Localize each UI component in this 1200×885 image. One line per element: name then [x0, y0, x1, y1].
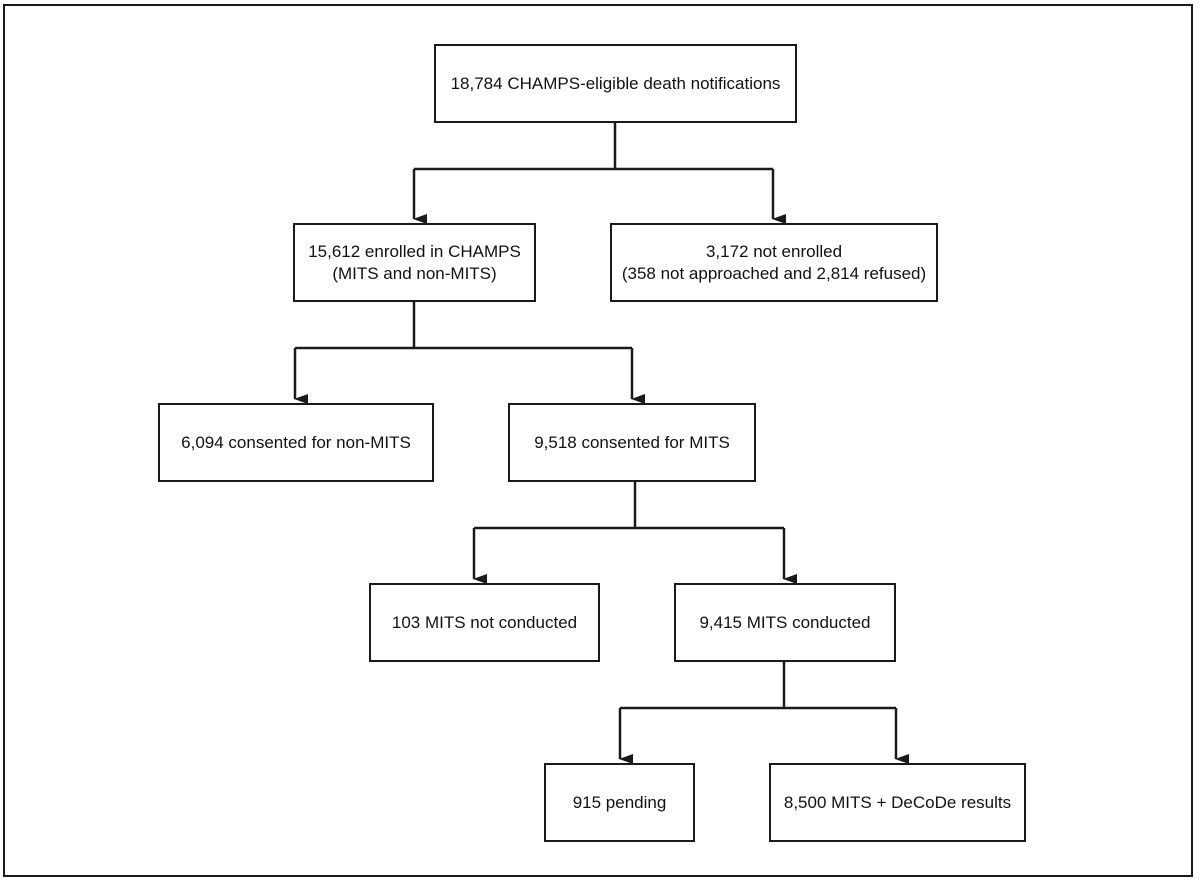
box-pending-text: 915 pending: [572, 792, 667, 812]
box-consented-mits: 9,518 consented for MITS: [508, 403, 756, 482]
box-death-notifications: 18,784 CHAMPS-eligible death notificatio…: [434, 44, 797, 123]
box-enrolled: 15,612 enrolled in CHAMPS (MITS and non-…: [293, 223, 536, 302]
box-mits-not-conducted: 103 MITS not conducted: [369, 583, 600, 662]
box-mits-conducted-text: 9,415 MITS conducted: [699, 612, 871, 632]
box-consented-non-mits-text: 6,094 consented for non-MITS: [181, 432, 411, 452]
box-consented-mits-text: 9,518 consented for MITS: [534, 432, 730, 452]
box-not-enrolled-subtext: (358 not approached and 2,814 refused): [621, 263, 927, 283]
box-mits-decode-results: 8,500 MITS + DeCoDe results: [769, 763, 1026, 842]
box-consented-non-mits: 6,094 consented for non-MITS: [158, 403, 434, 482]
box-enrolled-text: 15,612 enrolled in CHAMPS: [308, 241, 521, 261]
box-pending: 915 pending: [544, 763, 695, 842]
box-mits-conducted: 9,415 MITS conducted: [674, 583, 896, 662]
box-death-notifications-text: 18,784 CHAMPS-eligible death notificatio…: [450, 73, 781, 93]
figure-frame: [3, 4, 1193, 877]
box-not-enrolled: 3,172 not enrolled (358 not approached a…: [610, 223, 938, 302]
box-not-enrolled-text: 3,172 not enrolled: [705, 241, 843, 261]
box-enrolled-subtext: (MITS and non-MITS): [332, 263, 497, 283]
box-mits-decode-results-text: 8,500 MITS + DeCoDe results: [783, 792, 1012, 812]
box-mits-not-conducted-text: 103 MITS not conducted: [391, 612, 578, 632]
